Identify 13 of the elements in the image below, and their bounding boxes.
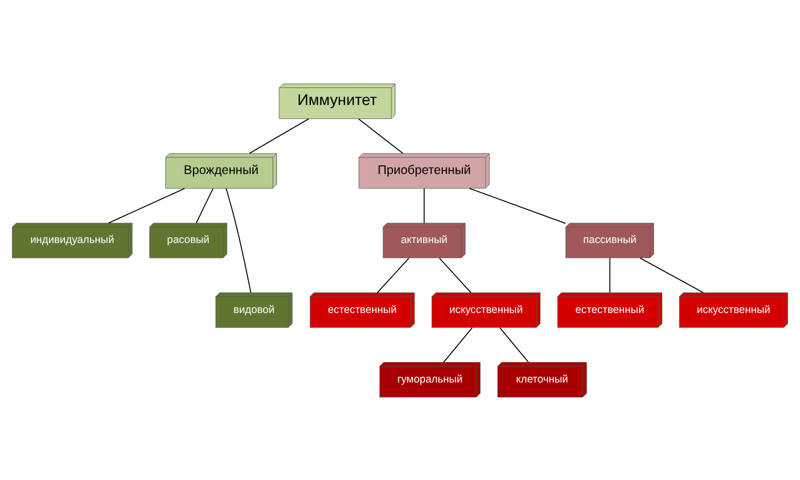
connector (443, 326, 473, 362)
connector (249, 118, 310, 154)
connector (438, 257, 472, 293)
connector (469, 187, 566, 224)
connector (499, 326, 529, 362)
connector (226, 187, 252, 293)
connector (358, 118, 404, 154)
connector (640, 257, 704, 292)
connector (376, 257, 410, 293)
connector (196, 188, 214, 223)
connector (424, 188, 425, 223)
connector (609, 257, 610, 293)
connector (108, 187, 186, 224)
